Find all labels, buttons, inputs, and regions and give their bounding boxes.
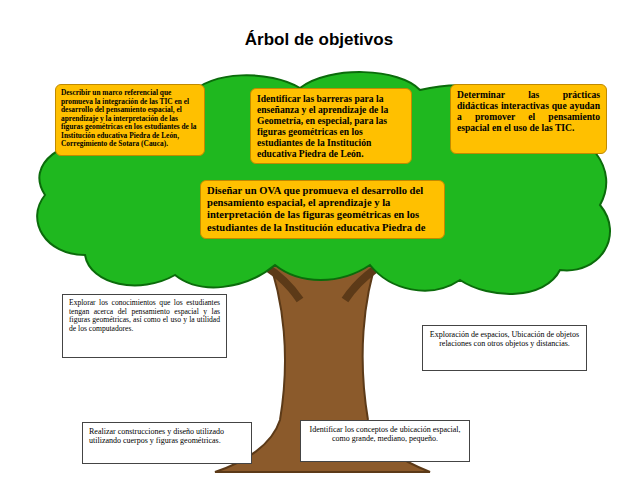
activity-box: Explorar los conocimientos que los estud… [62,294,227,358]
activity-box: Realizar construcciones y diseño utiliza… [82,422,252,464]
objective-box: Describir un marco referencial que promu… [55,84,205,156]
objective-box: Diseñar un OVA que promueva el desarroll… [200,180,445,239]
objective-text: Realizar construcciones y diseño utiliza… [89,427,245,445]
diagram-title: Árbol de objetivos [0,30,638,50]
activity-box: Identificar los conceptos de ubicación e… [300,420,470,462]
objective-text: Describir un marco referencial que promu… [61,89,199,149]
objective-text: Determinar las prácticas didácticas inte… [457,89,600,133]
tree-crown [37,72,610,294]
objective-text: Exploración de espacios, Ubicación de ob… [429,330,580,348]
activity-box: Exploración de espacios, Ubicación de ob… [422,325,587,371]
objective-text: Diseñar un OVA que promueva el desarroll… [207,185,438,234]
objective-box: Determinar las prácticas didácticas inte… [450,84,607,154]
objective-text: Identificar las barreras para la enseñan… [257,93,405,159]
objective-box: Identificar las barreras para la enseñan… [250,88,412,164]
objective-text: Explorar los conocimientos que los estud… [69,299,220,334]
objective-text: Identificar los conceptos de ubicación e… [307,425,463,443]
